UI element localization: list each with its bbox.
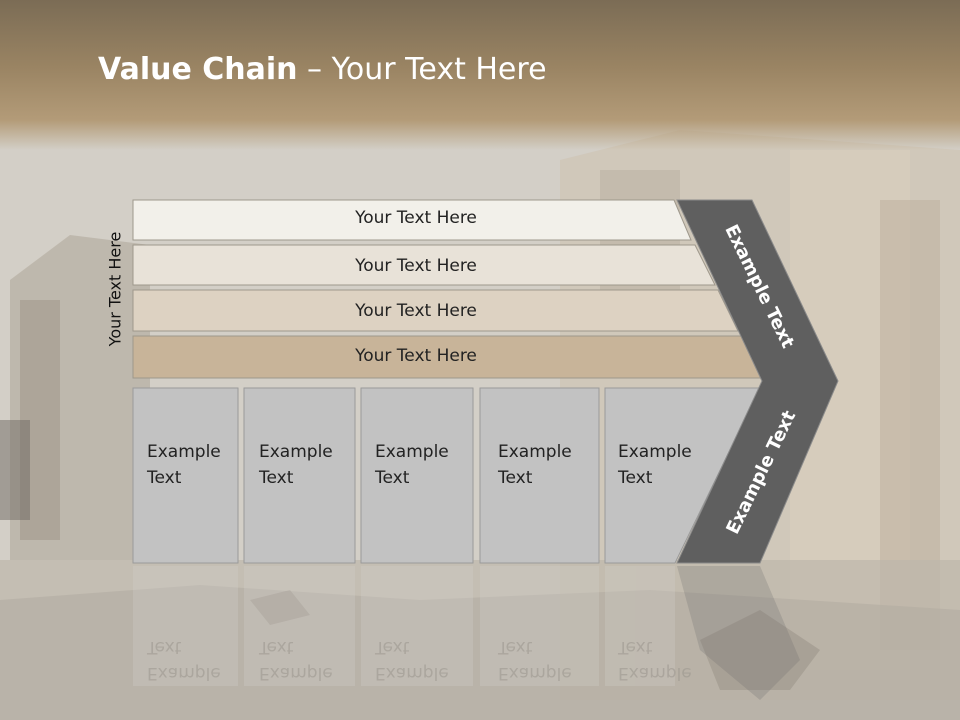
box-label-1: Example Text (147, 442, 221, 488)
box-5 (604, 387, 761, 564)
box-label-5: Example Text (618, 442, 692, 488)
row-label-4: Your Text Here (355, 346, 477, 366)
box-3 (360, 387, 474, 564)
slide-title: Value Chain – Your Text Here (98, 52, 547, 87)
box-reflection-2: Example Text (259, 637, 333, 683)
box-2 (243, 387, 356, 564)
box-label-4: Example Text (498, 442, 572, 488)
row-bar-1 (132, 199, 692, 241)
box-reflection-1: Example Text (147, 637, 221, 683)
box-1 (132, 387, 239, 564)
box-reflection-5: Example Text (618, 637, 692, 683)
box-reflection-3: Example Text (375, 637, 449, 683)
title-bold: Value Chain (98, 52, 298, 87)
title-rest: – Your Text Here (297, 52, 547, 87)
box-label-3: Example Text (375, 442, 449, 488)
row-bar-2 (132, 244, 716, 286)
row-label-2: Your Text Here (355, 256, 477, 276)
box-reflection-4: Example Text (498, 637, 572, 683)
chevron-arrow (676, 199, 839, 564)
row-label-1: Your Text Here (355, 208, 477, 228)
box-4 (479, 387, 600, 564)
title-band (0, 0, 960, 150)
row-label-3: Your Text Here (355, 301, 477, 321)
box-label-2: Example Text (259, 442, 333, 488)
